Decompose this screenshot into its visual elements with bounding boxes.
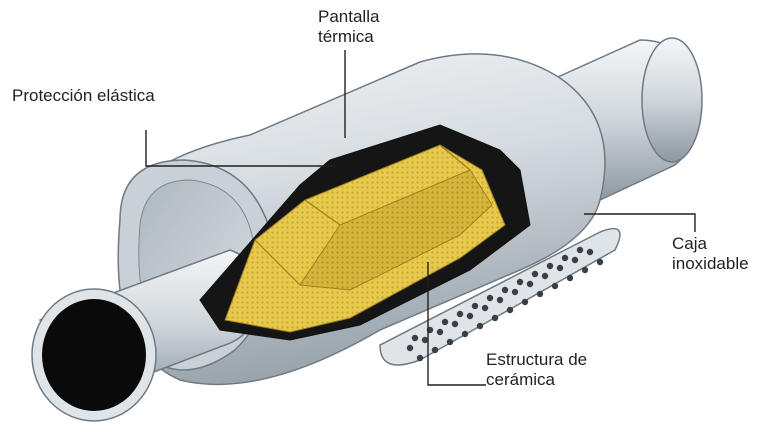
label-caja-line2: inoxidable <box>672 254 749 274</box>
label-caja-inoxidable: Caja inoxidable <box>672 234 749 274</box>
label-proteccion-elastica: Protección elástica <box>12 86 155 106</box>
label-proteccion-text: Protección elástica <box>12 86 155 106</box>
label-estructura-line2: cerámica <box>486 370 587 390</box>
label-pantalla-line1: Pantalla <box>318 7 379 27</box>
leader-caja <box>584 214 695 232</box>
label-estructura-line1: Estructura de <box>486 350 587 370</box>
label-pantalla-termica: Pantalla térmica <box>318 7 379 47</box>
label-pantalla-line2: térmica <box>318 27 379 47</box>
label-caja-line1: Caja <box>672 234 749 254</box>
label-estructura-ceramica: Estructura de cerámica <box>486 350 587 390</box>
